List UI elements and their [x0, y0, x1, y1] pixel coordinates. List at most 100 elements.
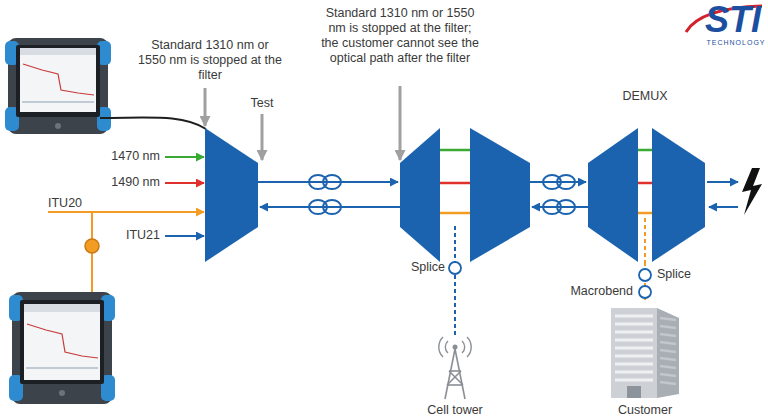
channel-line: [440, 212, 470, 215]
device-bezel: [16, 45, 100, 117]
node-label: Customer: [595, 402, 695, 418]
tower-mast: [449, 371, 463, 385]
building-door: [627, 386, 641, 398]
splice-mark: [449, 262, 461, 274]
window-row: [615, 331, 653, 334]
demux-filter: DEMUX: [583, 88, 707, 262]
drop-fiber: [454, 226, 456, 335]
logo-subtitle: TECHNOLOGY: [706, 38, 766, 47]
building-icon: [611, 308, 679, 398]
input-arrow: [165, 235, 204, 237]
tower-mast: [455, 349, 465, 399]
fiber-line: [260, 206, 400, 208]
window-row: [660, 334, 676, 336]
otdr-trace: [27, 324, 98, 358]
channel-label: ITU20: [48, 196, 98, 211]
oadm-filter: [400, 128, 440, 262]
input-arrow: [165, 182, 204, 184]
tower-icon: [439, 337, 471, 399]
window-row: [660, 374, 676, 376]
callout-note: Standard 1310 nm or 1550 nm is stopped a…: [320, 6, 480, 66]
window-row: [615, 315, 653, 318]
otdr-trace: [23, 64, 94, 95]
window-row: [660, 350, 676, 352]
window-row: [660, 326, 676, 328]
splice-label: Splice: [657, 267, 719, 282]
demux-half: [652, 128, 705, 262]
channel-line: [440, 149, 470, 152]
node-label: DEMUX: [583, 88, 707, 104]
radio-wave: [445, 341, 448, 353]
splice-label: Splice: [383, 260, 445, 275]
device-bezel: [20, 300, 104, 384]
input-arrow: [48, 211, 204, 213]
window-row: [615, 355, 653, 358]
fiber-coil: [557, 175, 575, 189]
callout-note: Test: [246, 96, 278, 111]
radio-wave: [439, 337, 443, 357]
wavelength-label: 1470 nm: [96, 149, 160, 164]
window-row: [660, 382, 676, 384]
logo-text: STI: [698, 0, 768, 40]
device-body: [12, 292, 112, 404]
channel-line: [638, 182, 652, 185]
tower-mast: [449, 370, 461, 372]
node-label: Cell tower: [415, 402, 495, 418]
window-row: [615, 363, 653, 366]
fiber-line: [709, 206, 738, 208]
window-row: [660, 318, 676, 320]
tower-mast: [447, 371, 461, 385]
window-row: [615, 339, 653, 342]
radio-wave: [462, 341, 465, 353]
tower-antenna: [453, 345, 458, 350]
channel-line: [440, 182, 470, 185]
node-outline: [583, 88, 707, 262]
radio-wave: [467, 337, 471, 357]
connector-dot: [85, 239, 99, 253]
channel-label: ITU21: [96, 228, 160, 243]
device-button: [59, 390, 65, 396]
callout-note: Standard 1310 nm or 1550 nm is stopped a…: [138, 38, 282, 83]
window-row: [660, 342, 676, 344]
building-side: [657, 308, 679, 398]
callout-arrow: [261, 114, 264, 160]
test-cable: [100, 118, 206, 129]
otdr-device: [9, 292, 115, 404]
screen-axis: [26, 368, 98, 369]
node-outline: [595, 300, 695, 418]
window-row: [660, 366, 676, 368]
device-screen: [24, 304, 100, 380]
fiber-connector: [644, 262, 646, 300]
cell-tower: Cell tower: [415, 335, 495, 418]
macrobend-mark: [639, 286, 651, 298]
window-row: [615, 323, 653, 326]
building-front: [611, 308, 657, 398]
callout-arrow: [399, 86, 402, 160]
window-row: [660, 358, 676, 360]
window-row: [615, 371, 653, 374]
macrobend-label: Macrobend: [551, 284, 633, 299]
screen-axis: [22, 102, 94, 103]
input-arrow: [165, 156, 204, 158]
device-button: [55, 123, 61, 129]
device-body: [8, 38, 108, 134]
channel-line: [638, 149, 652, 152]
device-screen: [20, 48, 96, 112]
drop-fiber: [644, 218, 646, 262]
channel-line: [638, 212, 652, 215]
screen-bar: [24, 304, 100, 312]
callout-arrow: [204, 88, 207, 126]
fiber-coil: [323, 175, 341, 189]
demux-half: [588, 128, 638, 262]
fiber-coil: [557, 200, 575, 214]
tower-mast: [447, 384, 463, 386]
splice-mark: [639, 269, 651, 281]
customer-building: Customer: [595, 300, 695, 418]
fault-bolt: [742, 168, 762, 215]
window-row: [615, 379, 653, 382]
otdr-device: [5, 38, 111, 134]
wavelength-label: 1490 nm: [96, 175, 160, 190]
screen-bar: [20, 48, 96, 55]
fiber-line: [707, 181, 738, 183]
